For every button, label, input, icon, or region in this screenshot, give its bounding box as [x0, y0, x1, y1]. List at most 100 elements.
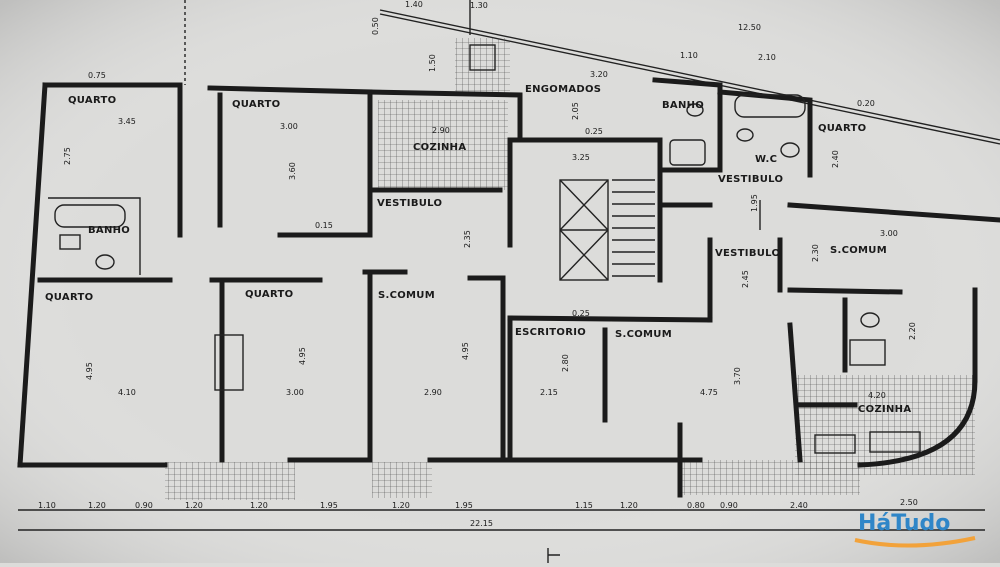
dimension-label: 0.25: [572, 309, 590, 318]
bottom-dimension: 2.50: [900, 498, 918, 507]
toilet-left: [95, 254, 115, 270]
dimension-label: 1.50: [428, 54, 437, 72]
watermark-swoosh: [854, 536, 976, 548]
dimension-label: 2.90: [432, 126, 450, 135]
dimension-label: 4.10: [118, 388, 136, 397]
room-label-scomum: S.COMUM: [830, 245, 887, 256]
dimension-label: 3.45: [118, 117, 136, 126]
dimension-label: 3.00: [286, 388, 304, 397]
room-label-vestibulo: VESTIBULO: [715, 248, 780, 259]
dimension-label: 2.45: [741, 270, 750, 288]
bottom-dimension: 1.20: [392, 501, 410, 510]
stair-treads: [612, 179, 655, 277]
dimension-label: 2.80: [561, 354, 570, 372]
hatudo-watermark: HáTudo: [854, 511, 976, 548]
bottom-dimension: 1.15: [575, 501, 593, 510]
basin-left: [59, 234, 81, 250]
dimension-label: 3.70: [733, 367, 742, 385]
room-label-engomados: ENGOMADOS: [525, 84, 601, 95]
dimension-label: 3.20: [590, 70, 608, 79]
room-label-cozinha: COZINHA: [413, 142, 466, 153]
room-label-scomum: S.COMUM: [378, 290, 435, 301]
kitchen-left-tiles: [378, 100, 508, 190]
dimension-label: 1.30: [470, 1, 488, 10]
room-label-quarto: QUARTO: [245, 289, 293, 300]
tiled-areas: [165, 38, 975, 500]
total-dimension: 22.15: [470, 519, 493, 528]
room-label-wc: W.C: [755, 154, 777, 165]
basin-service: [849, 339, 886, 366]
bottom-dimension: 1.20: [250, 501, 268, 510]
kitchen-right-tiles: [795, 375, 975, 475]
dimension-label: 4.95: [461, 342, 470, 360]
balcony-mid-tiles: [372, 462, 432, 498]
dimension-label: 2.20: [908, 322, 917, 340]
fixtures: [54, 44, 886, 366]
bathtub-left: [54, 204, 126, 228]
laundry-tank: [469, 44, 496, 71]
room-labels: QUARTO QUARTO QUARTO QUARTO QUARTO COZIN…: [45, 84, 911, 415]
dimension-label: 3.60: [288, 162, 297, 180]
toilet-right: [780, 142, 800, 158]
dimension-label: 1.95: [750, 194, 759, 212]
dimension-label: 3.00: [880, 229, 898, 238]
bottom-dimension: 0.90: [720, 501, 738, 510]
bottom-dimension: 0.90: [135, 501, 153, 510]
bidet-right: [736, 128, 754, 142]
room-label-cozinha: COZINHA: [858, 404, 911, 415]
dimensions: 0.75 3.45 2.75 3.00 3.60 2.90 3.20 2.05 …: [63, 0, 917, 400]
dimension-label: 0.75: [88, 71, 106, 80]
shower-right: [669, 139, 706, 166]
dimension-label: 0.15: [315, 221, 333, 230]
dimension-label: 4.20: [868, 391, 886, 400]
stove: [814, 434, 856, 454]
dimension-label: 4.75: [700, 388, 718, 397]
top-boundary: [184, 0, 1000, 145]
dimension-label: 2.30: [811, 244, 820, 262]
bottom-dimension: 1.95: [320, 501, 338, 510]
dimension-label: 2.40: [831, 150, 840, 168]
walls: [17, 77, 1000, 498]
bottom-dimension: 1.20: [185, 501, 203, 510]
dimension-label: 2.75: [63, 147, 72, 165]
room-label-banho: BANHO: [662, 100, 704, 111]
bottom-dimension: 1.20: [88, 501, 106, 510]
room-label-vestibulo: VESTIBULO: [377, 198, 442, 209]
room-label-banho: BANHO: [88, 225, 130, 236]
bottom-dimension: 0.80: [687, 501, 705, 510]
dimension-label: 2.90: [424, 388, 442, 397]
toilet-wc: [686, 103, 704, 117]
room-label-scomum: S.COMUM: [615, 329, 672, 340]
dimension-label: 2.05: [571, 102, 580, 120]
dimension-label: 3.00: [280, 122, 298, 131]
room-label-quarto: QUARTO: [45, 292, 93, 303]
bottom-dimension: 1.20: [620, 501, 638, 510]
dimension-label: 4.95: [298, 347, 307, 365]
dimension-label: 0.20: [857, 99, 875, 108]
room-label-vestibulo: VESTIBULO: [718, 174, 783, 185]
watermark-text: HáTudo: [858, 511, 950, 536]
bottom-dimension-line: 1.10 1.20 0.90 1.20 1.20 1.95 1.20 1.95 …: [18, 498, 985, 563]
dimension-label: 2.35: [463, 230, 472, 248]
dimension-label: 1.10: [680, 51, 698, 60]
bottom-dimension: 1.95: [455, 501, 473, 510]
dimension-label: 3.25: [572, 153, 590, 162]
bottom-dimension: 2.40: [790, 501, 808, 510]
bathtub-right: [734, 94, 806, 118]
sink: [869, 431, 921, 453]
dimension-label: 2.10: [758, 53, 776, 62]
room-label-escritorio: ESCRITORIO: [515, 327, 586, 338]
toilet-service: [860, 312, 880, 328]
dimension-label: 2.15: [540, 388, 558, 397]
dimension-label: 12.50: [738, 23, 761, 32]
dimension-label: 0.50: [371, 17, 380, 35]
room-label-quarto: QUARTO: [818, 123, 866, 134]
dimension-label: 1.40: [405, 0, 423, 9]
room-label-quarto: QUARTO: [232, 99, 280, 110]
dimension-label: 0.25: [585, 127, 603, 136]
laundry-tiles: [455, 38, 510, 93]
bottom-dimension: 1.10: [38, 501, 56, 510]
room-label-quarto: QUARTO: [68, 95, 116, 106]
balcony-left-tiles: [165, 462, 295, 500]
